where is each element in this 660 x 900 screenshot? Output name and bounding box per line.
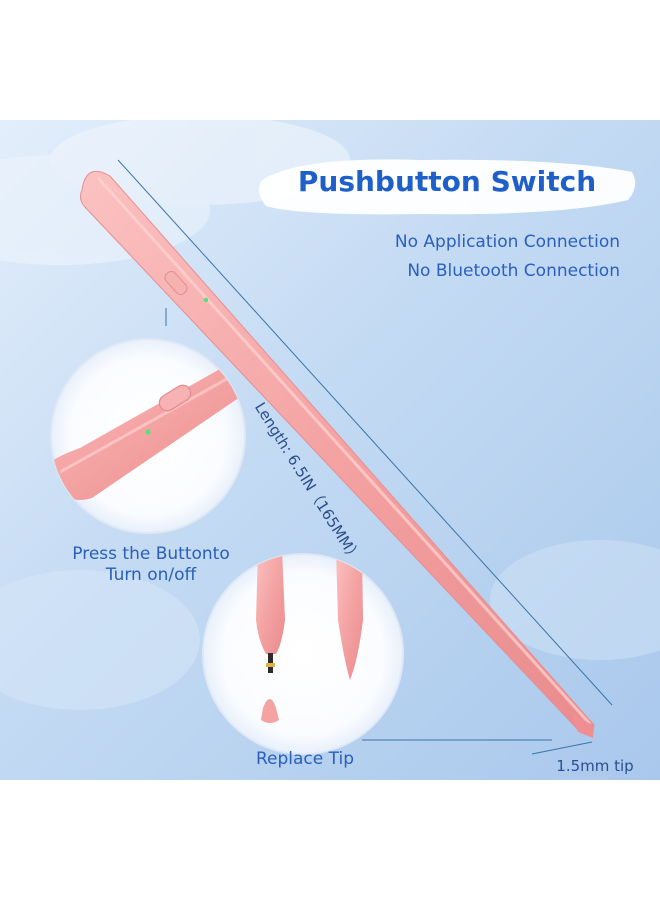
button-closeup-circle <box>50 338 246 534</box>
stylus-pen <box>79 170 595 738</box>
feature-no-bluetooth: No Bluetooth Connection <box>407 261 620 281</box>
length-dimension-line <box>117 159 613 706</box>
replace-tip-label: Replace Tip <box>255 749 355 769</box>
press-button-label: Press the Buttonto Turn on/off <box>72 544 230 585</box>
product-scene: Pushbutton Switch No Application Connect… <box>0 120 660 780</box>
title-brush-stroke <box>258 159 636 215</box>
tip-size-label: 1.5mm tip <box>556 757 634 775</box>
tip-pointer-line <box>531 741 593 755</box>
page-title: Pushbutton Switch <box>297 165 597 198</box>
indicator-led-icon <box>203 297 209 303</box>
tip-closeup-circle <box>202 553 404 755</box>
product-illustration <box>0 120 660 780</box>
power-button-icon <box>164 270 188 296</box>
feature-no-app: No Application Connection <box>394 232 620 252</box>
